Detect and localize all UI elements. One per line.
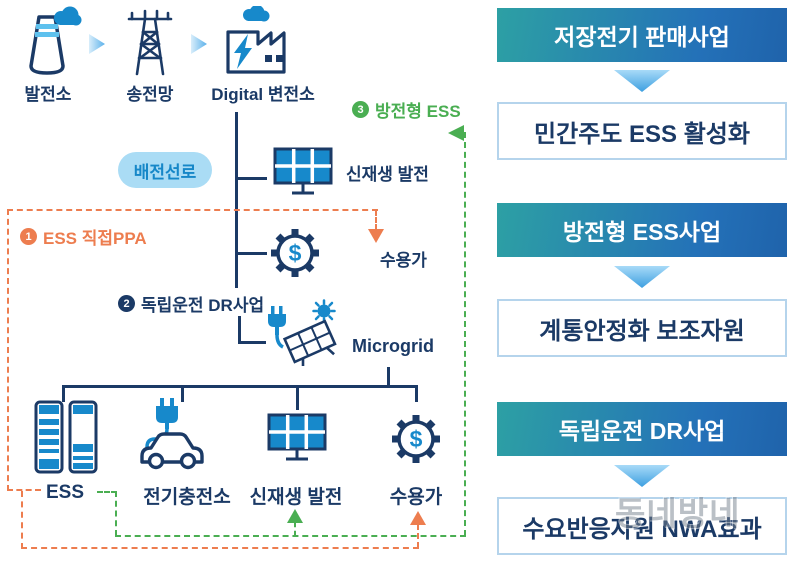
drop-line — [296, 385, 299, 410]
consumer-bottom-label: 수용가 — [389, 487, 443, 508]
circled-number-icon: 1 — [20, 228, 37, 245]
distribution-line-badge: 배전선로 — [118, 152, 212, 188]
chevron-down-icon — [614, 266, 670, 288]
annotation-dr: 2 독립운전 DR사업 — [118, 291, 264, 316]
lightning-icon — [234, 34, 252, 69]
discharge-dashed-line — [294, 522, 296, 536]
drop-line — [62, 385, 65, 402]
microgrid-label: Microgrid — [352, 336, 435, 356]
watermark: 동네방네 — [615, 495, 741, 532]
cloud-icon — [54, 6, 82, 26]
plug-icon — [268, 306, 286, 349]
orange-arrow-up-icon — [410, 511, 426, 525]
branch-line — [238, 341, 266, 344]
transmission-tower-icon — [127, 9, 173, 76]
annotation-ess-ppa: 1 ESS 직접PPA — [20, 224, 147, 249]
ppa-dashed-line — [7, 209, 9, 491]
ppa-dashed-line — [7, 209, 378, 211]
feeder-line — [235, 112, 238, 288]
branch-line — [235, 252, 267, 255]
discharge-dashed-line — [97, 491, 117, 493]
ess-battery-icon — [34, 400, 98, 474]
ppa-dashed-line — [7, 489, 41, 491]
microgrid-icon — [268, 299, 337, 366]
ppa-dashed-line — [375, 210, 377, 230]
circled-number-icon: 3 — [352, 101, 369, 118]
renewable-top-label: 신재생 발전 — [346, 165, 429, 184]
transmission-label: 송전망 — [126, 85, 174, 104]
power-plant-label: 발전소 — [24, 85, 72, 104]
flow-result-box: 민간주도 ESS 활성화 — [497, 102, 787, 160]
drop-line — [415, 385, 418, 402]
svg-text:$: $ — [289, 240, 302, 266]
cloud-icon — [243, 6, 270, 22]
flow-result-box: 계통안정화 보조자원 — [497, 299, 787, 357]
ess-label: ESS — [45, 482, 85, 503]
annotation-label: ESS 직접PPA — [43, 229, 147, 248]
discharge-dashed-line — [115, 491, 117, 536]
microgrid-drop-line — [387, 367, 390, 387]
discharge-dashed-line — [464, 132, 466, 536]
orange-arrow-down-icon — [368, 229, 384, 243]
ppa-dashed-line — [21, 491, 23, 549]
tilted-solar-panel-icon — [282, 319, 337, 366]
drop-line — [181, 385, 184, 402]
substation-label: Digital 변전소 — [211, 85, 315, 104]
annotation-discharge-ess: 3 방전형 ESS — [352, 97, 461, 122]
flow-title-box: 방전형 ESS사업 — [497, 203, 787, 257]
ev-charger-label: 전기충전소 — [143, 487, 231, 508]
ev-charging-icon — [140, 398, 204, 470]
consumer-gear-icon: $ — [392, 415, 440, 463]
branch-line — [238, 316, 241, 344]
digital-substation-icon — [226, 6, 286, 74]
ppa-dashed-line — [21, 547, 419, 549]
chevron-down-icon — [614, 70, 670, 92]
flow-title-box: 저장전기 판매사업 — [497, 8, 787, 62]
chevron-down-icon — [614, 465, 670, 487]
consumer-gear-icon: $ — [271, 229, 319, 277]
sun-icon — [317, 304, 331, 318]
circled-number-icon: 2 — [118, 295, 135, 312]
green-arrow-left-icon — [448, 125, 464, 141]
renewable-bottom-label: 신재생 발전 — [249, 487, 343, 508]
chevron-right-icon — [191, 34, 207, 54]
solar-panel-icon — [267, 413, 327, 461]
flow-title-box: 독립운전 DR사업 — [497, 402, 787, 456]
solar-panel-icon — [273, 147, 333, 195]
plug-icon — [156, 398, 178, 429]
discharge-dashed-line — [115, 535, 466, 537]
annotation-label: 독립운전 DR사업 — [141, 296, 265, 315]
green-arrow-up-icon — [287, 509, 303, 523]
annotation-label: 방전형 ESS — [375, 102, 461, 121]
branch-line — [235, 177, 267, 180]
bus-line — [62, 385, 418, 388]
chevron-right-icon — [89, 34, 105, 54]
flow-result-box: 수요반응자원 NWA효과 — [497, 497, 787, 555]
consumer-mid-label: 수용가 — [380, 251, 427, 270]
svg-text:$: $ — [410, 426, 423, 452]
power-plant-icon — [29, 6, 82, 75]
